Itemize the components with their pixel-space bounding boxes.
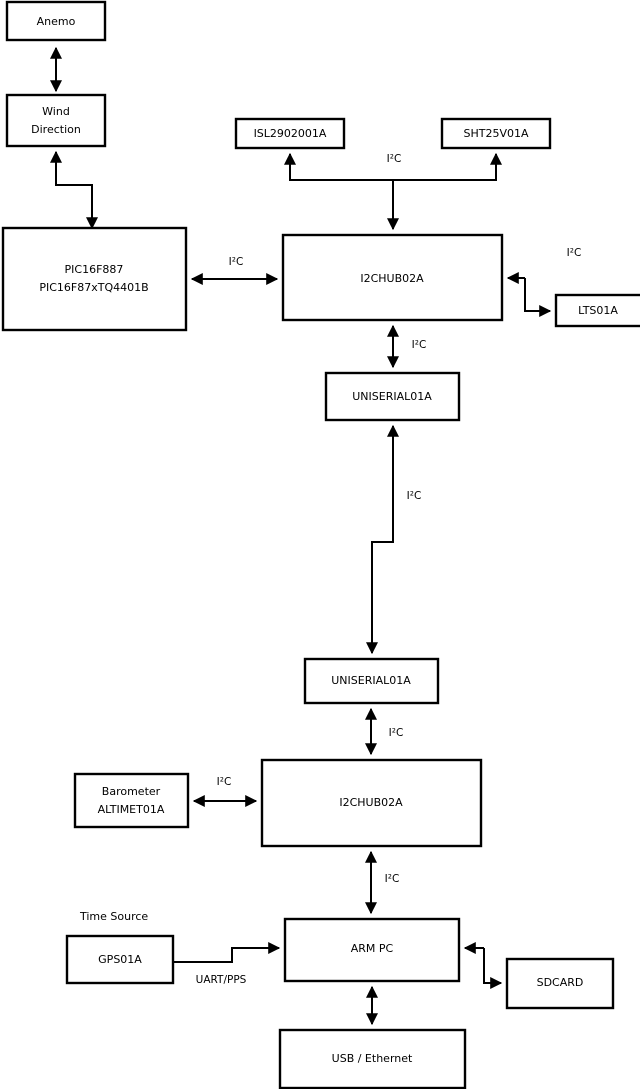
node-i2chub02a-top[interactable]: I2CHUB02A xyxy=(281,233,504,322)
edge-uniserial1-uniserial2 xyxy=(366,424,399,655)
node-isl2902001a-box[interactable] xyxy=(234,117,346,150)
node-uniserial01a-upper-box[interactable] xyxy=(324,371,461,422)
node-lts01a-label: LTS01A xyxy=(578,304,618,317)
node-gps01a-box[interactable] xyxy=(65,934,175,985)
node-isl2902001a-label: ISL2902001A xyxy=(254,127,327,140)
node-anemo-box[interactable] xyxy=(5,0,107,42)
node-wind-direction-box[interactable] xyxy=(5,93,107,148)
edge-hub-top-sht xyxy=(393,152,502,181)
node-i2chub02a-bottom-label: I2CHUB02A xyxy=(339,796,403,809)
node-usb-ethernet-box[interactable] xyxy=(278,1028,467,1089)
node-barometer-altimet01a[interactable]: Barometer ALTIMET01A xyxy=(73,772,190,829)
node-i2chub02a-bottom-box[interactable] xyxy=(260,758,483,848)
edge-label-i2c-hub-armpc: I²C xyxy=(385,873,400,885)
edge-label-i2c-hub-top-sensors: I²C xyxy=(387,153,402,165)
node-arm-pc-label: ARM PC xyxy=(351,942,394,955)
node-pic-label-line2: PIC16F87xTQ4401B xyxy=(39,281,148,294)
node-sht25v01a-box[interactable] xyxy=(440,117,552,150)
node-uniserial01a-upper[interactable]: UNISERIAL01A xyxy=(324,371,461,422)
node-usb-ethernet-label: USB / Ethernet xyxy=(332,1052,413,1065)
node-barometer-altimet01a-box[interactable] xyxy=(73,772,190,829)
edge-label-i2c-uniserial2-hub: I²C xyxy=(389,727,404,739)
node-sdcard-label: SDCARD xyxy=(537,976,584,989)
node-anemo[interactable]: Anemo xyxy=(5,0,107,42)
node-usb-ethernet[interactable]: USB / Ethernet xyxy=(278,1028,467,1089)
node-barometer-label-line2: ALTIMET01A xyxy=(98,803,165,816)
node-anemo-label: Anemo xyxy=(37,15,76,28)
node-gps01a[interactable]: GPS01A xyxy=(65,934,175,985)
node-pic-microcontroller-box[interactable] xyxy=(1,226,188,332)
node-wind-direction-label-line1: Wind xyxy=(42,105,70,118)
edge-label-i2c-hub-lts: I²C xyxy=(567,247,582,259)
node-isl2902001a[interactable]: ISL2902001A xyxy=(234,117,346,150)
edge-hub-top-isl xyxy=(284,152,399,231)
node-sdcard[interactable]: SDCARD xyxy=(505,957,615,1010)
edge-hub-top-lts-out xyxy=(524,278,552,317)
edge-armpc-sdcard-out xyxy=(483,948,503,989)
node-sht25v01a-label: SHT25V01A xyxy=(463,127,528,140)
node-i2chub02a-top-label: I2CHUB02A xyxy=(360,272,424,285)
node-gps01a-label: GPS01A xyxy=(98,953,142,966)
node-barometer-label-line1: Barometer xyxy=(102,785,161,798)
edge-label-i2c-uniserial-link: I²C xyxy=(407,490,422,502)
node-arm-pc-box[interactable] xyxy=(283,917,461,983)
edge-label-i2c-baro-hub: I²C xyxy=(217,776,232,788)
node-i2chub02a-bottom[interactable]: I2CHUB02A xyxy=(260,758,483,848)
edge-gps-armpc xyxy=(173,942,281,963)
edge-label-i2c-hub-uniserial1: I²C xyxy=(412,339,427,351)
node-wind-direction-label-line2: Direction xyxy=(31,123,81,136)
edge-pic-wind xyxy=(50,150,98,230)
node-sdcard-box[interactable] xyxy=(505,957,615,1010)
node-lts01a[interactable]: LTS01A xyxy=(554,293,640,328)
node-uniserial01a-lower-box[interactable] xyxy=(303,657,440,705)
node-wind-direction[interactable]: Wind Direction xyxy=(5,93,107,148)
node-pic-label-line1: PIC16F887 xyxy=(65,263,124,276)
label-time-source: Time Source xyxy=(79,910,148,923)
edge-label-i2c-pic-hub: I²C xyxy=(229,256,244,268)
node-uniserial01a-lower-label: UNISERIAL01A xyxy=(331,674,411,687)
node-pic-microcontroller[interactable]: PIC16F887 PIC16F87xTQ4401B xyxy=(1,226,188,332)
node-i2chub02a-top-box[interactable] xyxy=(281,233,504,322)
edge-label-uart-pps: UART/PPS xyxy=(196,974,247,986)
node-sht25v01a[interactable]: SHT25V01A xyxy=(440,117,552,150)
node-arm-pc[interactable]: ARM PC xyxy=(283,917,461,983)
node-uniserial01a-upper-label: UNISERIAL01A xyxy=(352,390,432,403)
node-uniserial01a-lower[interactable]: UNISERIAL01A xyxy=(303,657,440,705)
node-lts01a-box[interactable] xyxy=(554,293,640,328)
